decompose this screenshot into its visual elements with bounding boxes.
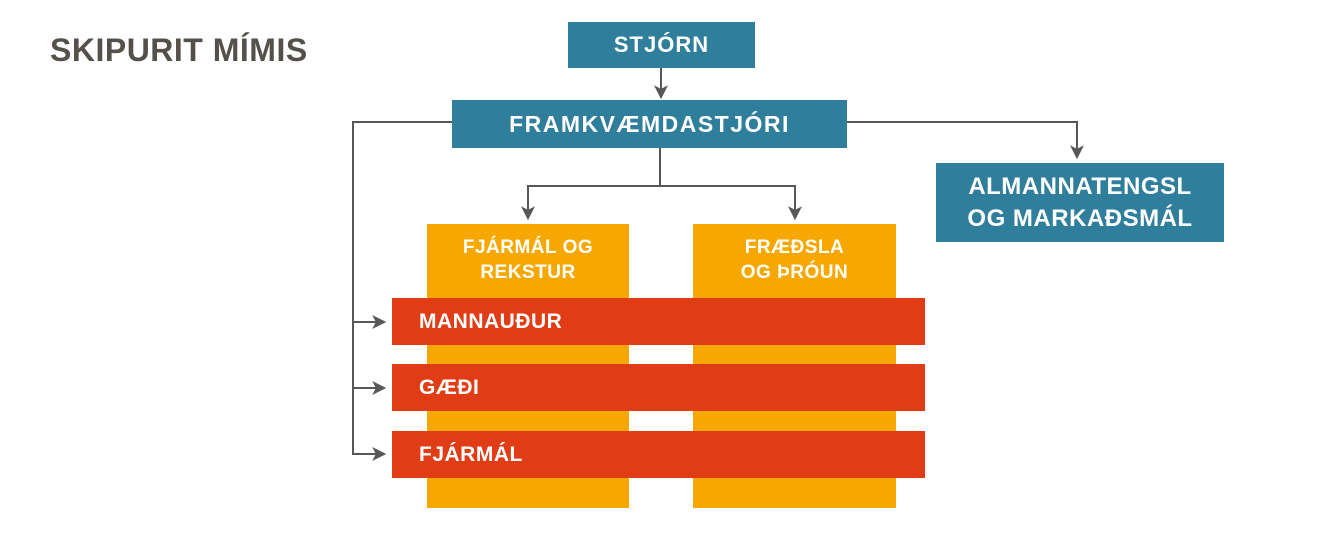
dept-label-line2: REKSTUR [480,262,576,283]
ceo-box: FRAMKVÆMDASTJÓRI [452,100,847,148]
board-label: STJÓRN [613,32,710,57]
dept-label: FRÆÐSLA OG ÞRÓUN [693,235,896,285]
cross-unit-label: GÆÐI [419,375,480,399]
cross-unit-label: MANNAUÐUR [419,309,563,333]
connector-ceo-to-pr [847,121,1084,160]
dept-label-line1: FJÁRMÁL OG [462,237,594,258]
cross-unit-fjarmal: FJÁRMÁL [392,431,925,478]
dept-label-line2: OG ÞRÓUN [740,262,849,283]
pr-marketing-box: ALMANNATENGSL OG MARKAÐSMÁL [936,163,1224,242]
pr-label-line2: OG MARKAÐSMÁL [967,204,1193,232]
page-title: SKIPURIT MÍMIS [50,32,308,68]
cross-unit-mannaudur: MANNAUÐUR [392,298,925,345]
pr-label-line1: ALMANNATENGSL [968,172,1192,200]
ceo-label: FRAMKVÆMDASTJÓRI [509,110,790,137]
cross-unit-label: FJÁRMÁL [419,442,523,466]
board-box: STJÓRN [568,22,755,68]
dept-label: FJÁRMÁL OG REKSTUR [427,235,629,285]
dept-label-line1: FRÆÐSLA [744,237,845,258]
cross-unit-gaedi: GÆÐI [392,364,925,411]
